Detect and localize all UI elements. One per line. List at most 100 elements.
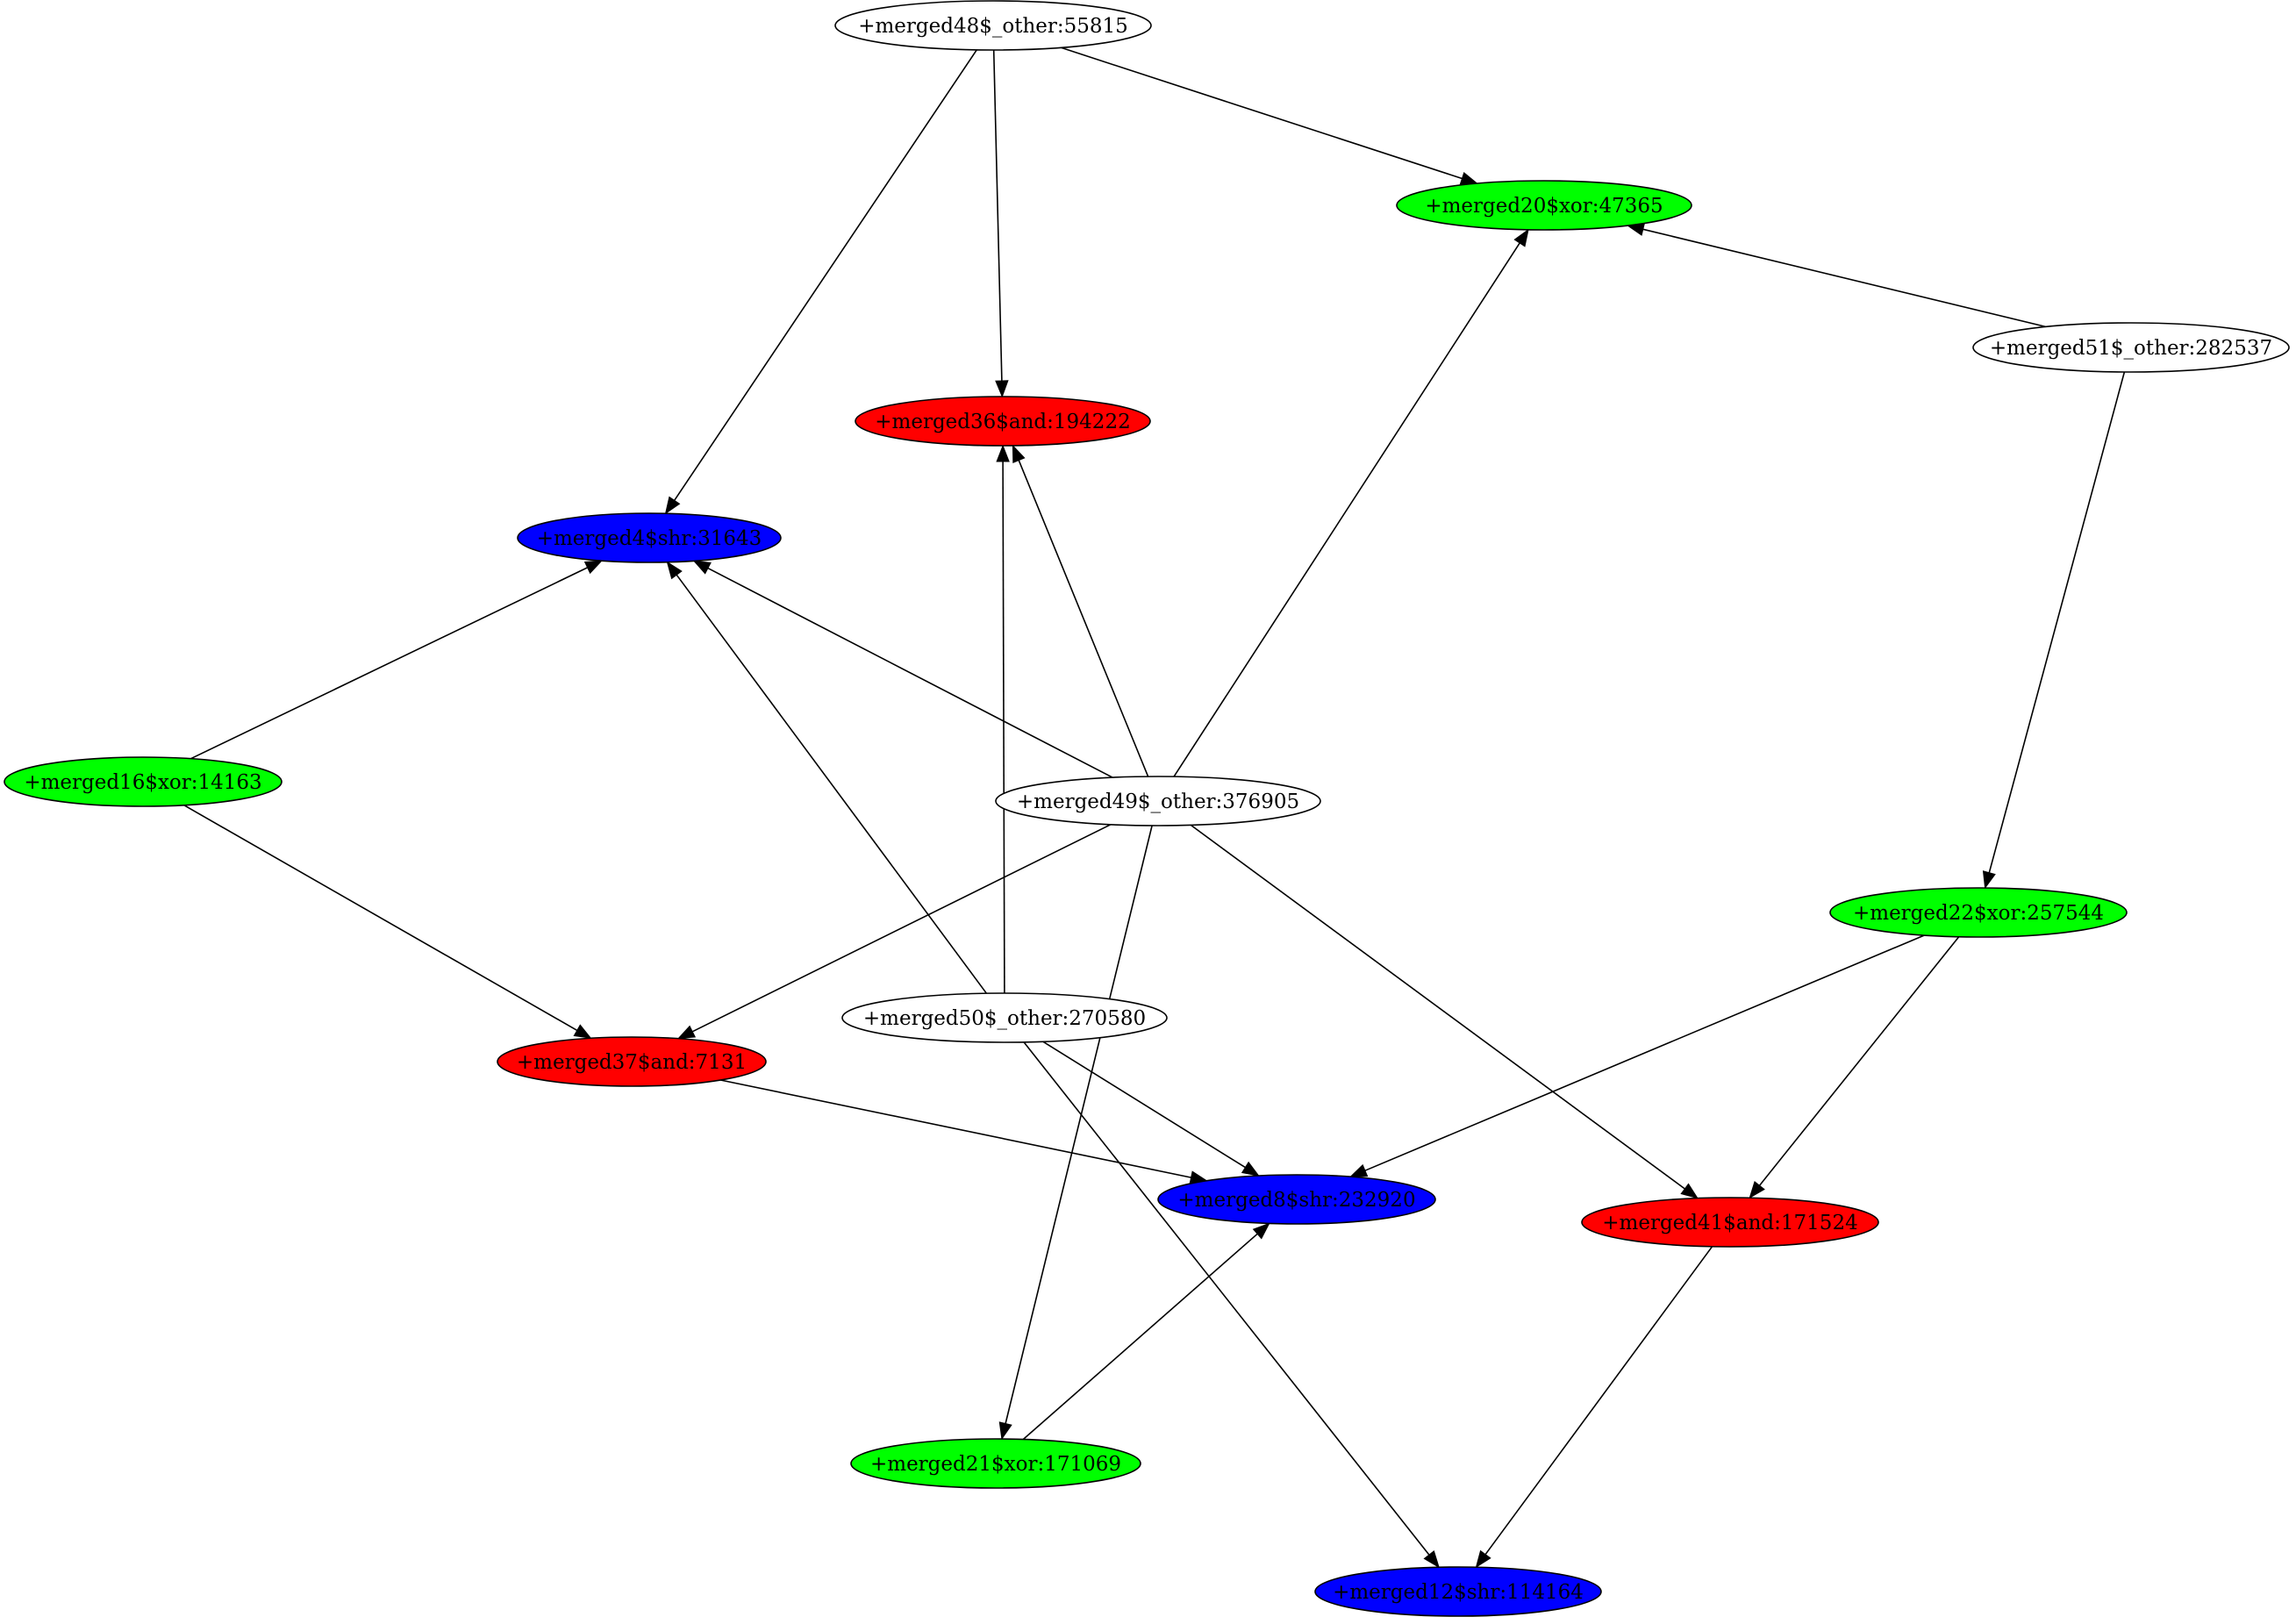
node-label: +merged4$shr:31643 (537, 527, 762, 550)
node-ellipse[interactable] (1314, 1566, 1602, 1617)
edge-line (1758, 936, 1960, 1186)
node-merged12[interactable]: +merged12$shr:114164 (1314, 1566, 1602, 1617)
arrow-head-icon (998, 1421, 1012, 1441)
arrow-head-icon (1749, 1180, 1765, 1199)
node-label: +merged22$xor:257544 (1853, 902, 2104, 925)
node-ellipse[interactable] (4, 756, 283, 807)
node-merged21[interactable]: +merged21$xor:171069 (850, 1438, 1141, 1489)
node-label: +merged8$shr:232920 (1177, 1189, 1415, 1212)
node-ellipse[interactable] (834, 0, 1152, 51)
edge-merged49-to-merged4 (692, 560, 1113, 778)
node-ellipse[interactable] (1972, 322, 2290, 373)
node-ellipse[interactable] (855, 396, 1151, 447)
edge-merged49-to-merged41 (1190, 824, 1699, 1199)
arrow-head-icon (1513, 228, 1529, 247)
node-ellipse[interactable] (1157, 1174, 1436, 1225)
edge-merged16-to-merged37 (183, 805, 592, 1039)
arrow-head-icon (1012, 444, 1026, 463)
edge-merged51-to-merged22 (1982, 371, 2126, 890)
edge-merged16-to-merged4 (190, 560, 604, 760)
arrow-head-icon (666, 561, 683, 580)
node-ellipse[interactable] (1829, 887, 2128, 938)
arrow-head-icon (1423, 1549, 1440, 1569)
arrow-head-icon (1252, 1222, 1270, 1240)
edge-line (1364, 934, 1925, 1171)
arrow-head-icon (676, 1025, 697, 1040)
edge-line (1023, 1041, 1430, 1556)
edge-merged50-to-merged12 (1023, 1041, 1440, 1569)
node-ellipse[interactable] (1581, 1197, 1879, 1248)
edge-merged49-to-merged20 (1173, 228, 1529, 777)
node-label: +merged16$xor:14163 (24, 771, 261, 794)
node-label: +merged36$and:194222 (875, 411, 1130, 433)
node-label: +merged51$_other:282537 (1990, 337, 2272, 360)
edge-line (190, 567, 588, 760)
edge-merged22-to-merged8 (1349, 934, 1925, 1177)
node-merged4[interactable]: +merged4$shr:31643 (517, 512, 782, 563)
edge-line (1061, 47, 1463, 180)
edge-merged49-to-merged21 (998, 825, 1153, 1441)
edge-line (183, 805, 578, 1032)
node-merged8[interactable]: +merged8$shr:232920 (1157, 1174, 1436, 1225)
node-merged48[interactable]: +merged48$_other:55815 (834, 0, 1152, 51)
node-merged16[interactable]: +merged16$xor:14163 (4, 756, 283, 807)
edge-line (1005, 825, 1153, 1424)
node-merged50[interactable]: +merged50$_other:270580 (841, 992, 1168, 1043)
node-merged36[interactable]: +merged36$and:194222 (855, 396, 1151, 447)
arrow-head-icon (583, 560, 604, 575)
node-merged20[interactable]: +merged20$xor:47365 (1396, 180, 1692, 231)
edge-merged48-to-merged20 (1061, 47, 1478, 185)
edge-merged51-to-merged20 (1626, 222, 2046, 328)
edge-line (1988, 371, 2126, 873)
node-ellipse[interactable] (497, 1036, 767, 1087)
node-merged41[interactable]: +merged41$and:171524 (1581, 1197, 1879, 1248)
arrow-head-icon (1241, 1161, 1260, 1177)
edge-merged48-to-merged4 (664, 49, 977, 515)
arrow-head-icon (1349, 1163, 1369, 1177)
node-merged51[interactable]: +merged51$_other:282537 (1972, 322, 2290, 373)
edge-merged21-to-merged8 (1022, 1222, 1270, 1441)
edge-line (1642, 228, 2046, 328)
edge-merged50-to-merged8 (1042, 1041, 1260, 1177)
arrow-head-icon (1459, 171, 1478, 185)
edge-line (720, 1079, 1191, 1178)
edge-line (992, 49, 1003, 382)
node-ellipse[interactable] (850, 1438, 1141, 1489)
edge-line (674, 49, 977, 501)
node-label: +merged41$and:171524 (1602, 1212, 1857, 1234)
node-label: +merged21$xor:171069 (870, 1453, 1121, 1476)
node-label: +merged12$shr:114164 (1333, 1581, 1584, 1604)
node-label: +merged20$xor:47365 (1425, 195, 1663, 218)
node-merged49[interactable]: +merged49$_other:376905 (995, 776, 1321, 826)
arrow-head-icon (1982, 870, 1996, 890)
node-ellipse[interactable] (1396, 180, 1692, 231)
edge-merged37-to-merged8 (720, 1079, 1208, 1184)
node-label: +merged37$and:7131 (517, 1051, 747, 1074)
edge-line (1484, 1246, 1713, 1556)
node-ellipse[interactable] (995, 776, 1321, 826)
node-ellipse[interactable] (841, 992, 1168, 1043)
arrow-head-icon (692, 560, 712, 575)
arrow-head-icon (995, 380, 1009, 398)
edge-line (707, 567, 1113, 778)
edge-line (1190, 824, 1685, 1190)
edge-merged41-to-merged12 (1475, 1246, 1713, 1569)
edge-merged22-to-merged41 (1749, 936, 1960, 1199)
arrow-head-icon (664, 496, 681, 515)
node-label: +merged50$_other:270580 (863, 1007, 1146, 1030)
edge-merged48-to-merged36 (992, 49, 1009, 398)
edge-line (1173, 242, 1520, 777)
edge-merged49-to-merged37 (676, 824, 1112, 1040)
edge-line (1002, 461, 1005, 994)
edge-merged49-to-merged36 (1012, 444, 1149, 777)
edge-merged50-to-merged36 (996, 444, 1010, 994)
node-label: +merged48$_other:55815 (858, 15, 1128, 38)
node-merged37[interactable]: +merged37$and:7131 (497, 1036, 767, 1087)
nodes-layer: +merged48$_other:55815 +merged20$xor:4736… (4, 0, 2290, 1617)
edge-line (1042, 1041, 1246, 1169)
arrow-head-icon (573, 1024, 592, 1039)
node-merged22[interactable]: +merged22$xor:257544 (1829, 887, 2128, 938)
edge-line (1018, 460, 1149, 777)
node-ellipse[interactable] (517, 512, 782, 563)
